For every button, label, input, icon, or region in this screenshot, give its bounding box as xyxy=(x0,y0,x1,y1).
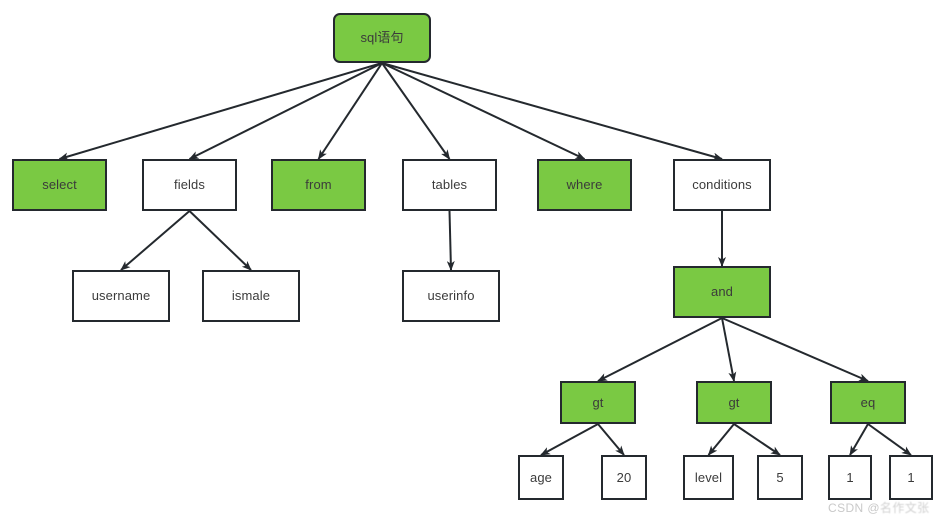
tree-node-conditions[interactable]: conditions xyxy=(673,159,771,211)
edge-eq-to-one2 xyxy=(867,423,912,456)
edge-fields-to-ismale xyxy=(188,210,252,271)
edge-root-to-conditions xyxy=(381,62,723,161)
edge-gt1-to-v20 xyxy=(597,423,625,456)
tree-node-label: userinfo xyxy=(427,288,475,304)
tree-node-v5[interactable]: 5 xyxy=(757,455,803,500)
edge-and-to-gt2 xyxy=(721,317,737,382)
tree-node-label: username xyxy=(91,288,151,304)
tree-node-tables[interactable]: tables xyxy=(402,159,497,211)
tree-node-label: gt xyxy=(728,394,740,410)
edge-root-to-fields xyxy=(188,62,383,160)
tree-node-and[interactable]: and xyxy=(673,266,771,318)
edge-fields-to-username xyxy=(120,210,191,271)
tree-node-gt2[interactable]: gt xyxy=(696,381,772,424)
tree-node-username[interactable]: username xyxy=(72,270,170,322)
tree-node-label: eq xyxy=(860,394,876,410)
watermark: CSDN @名作文张 xyxy=(828,499,930,516)
tree-node-label: ismale xyxy=(231,288,271,304)
tree-node-label: and xyxy=(711,284,733,300)
edge-and-to-eq xyxy=(721,317,869,382)
tree-node-ismale[interactable]: ismale xyxy=(202,270,300,322)
watermark-handle: 名作文张 xyxy=(879,501,930,515)
tree-node-label: age xyxy=(530,469,552,485)
tree-node-label: sql语句 xyxy=(360,30,404,46)
tree-node-label: where xyxy=(566,177,603,193)
edge-root-to-select xyxy=(58,62,383,161)
tree-node-where[interactable]: where xyxy=(537,159,632,211)
tree-node-age[interactable]: age xyxy=(518,455,564,500)
tree-node-label: 1 xyxy=(846,469,854,485)
tree-node-label: level xyxy=(694,469,723,485)
tree-node-v20[interactable]: 20 xyxy=(601,455,647,500)
tree-node-label: from xyxy=(305,177,332,193)
edge-root-to-from xyxy=(317,62,383,160)
edge-and-to-gt1 xyxy=(597,317,723,382)
tree-node-gt1[interactable]: gt xyxy=(560,381,636,424)
edge-group xyxy=(58,62,912,456)
edge-gt2-to-v5 xyxy=(733,423,781,456)
edge-root-to-tables xyxy=(381,62,451,160)
tree-node-label: conditions xyxy=(692,177,752,193)
tree-node-root[interactable]: sql语句 xyxy=(333,13,431,63)
edge-root-to-where xyxy=(381,62,586,160)
tree-node-label: tables xyxy=(431,177,468,193)
watermark-prefix: CSDN @ xyxy=(828,501,880,515)
tree-node-fields[interactable]: fields xyxy=(142,159,237,211)
tree-node-select[interactable]: select xyxy=(12,159,107,211)
tree-node-label: fields xyxy=(174,177,205,193)
tree-node-one1[interactable]: 1 xyxy=(828,455,872,500)
tree-node-one2[interactable]: 1 xyxy=(889,455,933,500)
tree-node-label: 5 xyxy=(776,469,784,485)
tree-node-label: 1 xyxy=(907,469,915,485)
edge-gt1-to-age xyxy=(540,423,599,456)
tree-node-label: 20 xyxy=(616,469,632,485)
tree-node-level[interactable]: level xyxy=(683,455,734,500)
tree-node-userinfo[interactable]: userinfo xyxy=(402,270,500,322)
edge-eq-to-one1 xyxy=(849,423,869,456)
tree-node-from[interactable]: from xyxy=(271,159,366,211)
tree-node-eq[interactable]: eq xyxy=(830,381,906,424)
edge-tables-to-userinfo xyxy=(446,210,455,271)
edge-gt2-to-level xyxy=(707,423,735,456)
tree-node-label: select xyxy=(42,177,77,193)
tree-node-label: gt xyxy=(592,394,604,410)
